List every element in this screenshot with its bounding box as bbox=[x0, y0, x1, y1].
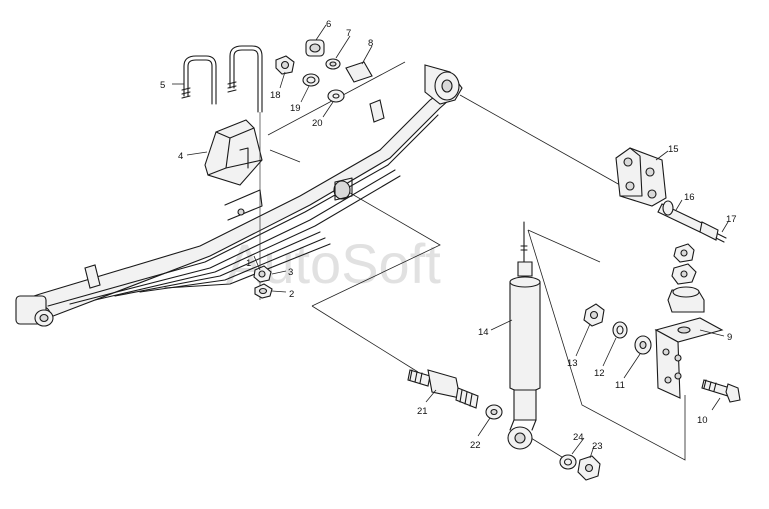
watermark-text: AutoSoft bbox=[226, 232, 441, 295]
stud-part-21 bbox=[407, 369, 479, 409]
callout-13: 13 bbox=[567, 358, 578, 369]
callout-6: 6 bbox=[326, 19, 331, 30]
callout-11: 11 bbox=[615, 380, 625, 391]
shackle-bracket-part-15 bbox=[615, 147, 667, 207]
leaf-spring bbox=[15, 64, 463, 327]
callout-12: 12 bbox=[594, 368, 605, 379]
u-bolt-part-5 bbox=[181, 45, 263, 300]
leader-lines bbox=[172, 24, 729, 459]
spring-pad-part-4 bbox=[204, 119, 263, 186]
callout-18: 18 bbox=[270, 90, 281, 101]
callout-24: 24 bbox=[573, 432, 584, 443]
callout-5: 5 bbox=[160, 80, 165, 91]
callout-4: 4 bbox=[178, 151, 183, 162]
callout-numbers: 5 4 6 7 8 18 19 20 1 3 2 15 16 17 9 10 1… bbox=[160, 19, 737, 452]
callout-22: 22 bbox=[470, 440, 481, 451]
bushing-parts bbox=[305, 39, 373, 83]
callout-14: 14 bbox=[478, 327, 489, 338]
callout-9: 9 bbox=[727, 332, 732, 343]
callout-20: 20 bbox=[312, 118, 323, 129]
shock-absorber-part-14 bbox=[507, 221, 541, 450]
callout-3: 3 bbox=[288, 267, 293, 278]
bolt-part-10 bbox=[701, 379, 741, 403]
callout-19: 19 bbox=[290, 103, 301, 114]
callout-1: 1 bbox=[246, 258, 251, 269]
callout-7: 7 bbox=[346, 28, 351, 39]
callout-17: 17 bbox=[726, 214, 737, 225]
callout-8: 8 bbox=[368, 38, 373, 49]
callout-21: 21 bbox=[417, 406, 428, 417]
pin-part-16 bbox=[657, 200, 727, 243]
callout-15: 15 bbox=[668, 144, 679, 155]
nut-washer-parts bbox=[275, 55, 345, 103]
callout-2: 2 bbox=[289, 289, 294, 300]
mount-bracket-part-9 bbox=[654, 243, 724, 399]
lower-washers-part-22-23-24 bbox=[485, 404, 601, 481]
callout-16: 16 bbox=[684, 192, 695, 203]
callout-10: 10 bbox=[697, 415, 708, 426]
bottom-nut-parts bbox=[253, 265, 273, 299]
assembly-lines bbox=[267, 61, 686, 463]
callout-23: 23 bbox=[592, 441, 603, 452]
washers-part-11-12-13 bbox=[583, 303, 652, 355]
